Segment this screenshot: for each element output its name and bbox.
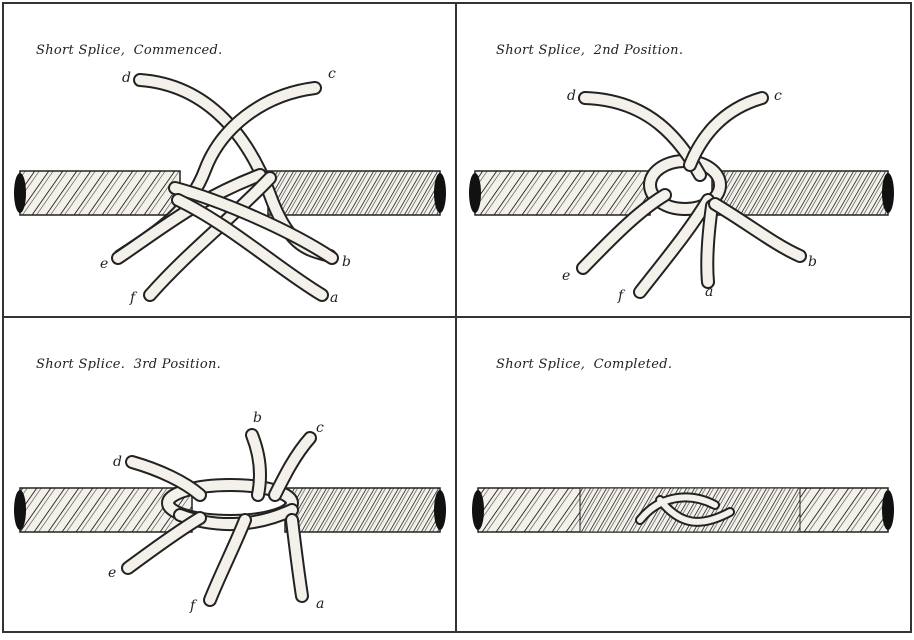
rope-left bbox=[469, 171, 650, 215]
label-f: f bbox=[129, 290, 138, 306]
label-d: d bbox=[113, 454, 122, 470]
rope-right bbox=[268, 171, 446, 215]
label-b: b bbox=[342, 254, 351, 270]
label-a: a bbox=[705, 284, 713, 300]
spliced-rope bbox=[472, 488, 894, 532]
label-c: c bbox=[316, 420, 324, 436]
label-e: e bbox=[562, 268, 570, 284]
rope-left bbox=[14, 171, 180, 215]
strand-b bbox=[252, 435, 260, 495]
label-a: a bbox=[316, 596, 324, 612]
panel-second-position: Short Splice, 2nd Position. bbox=[469, 43, 894, 304]
strand-a bbox=[707, 206, 712, 282]
label-e: e bbox=[108, 565, 116, 581]
label-c: c bbox=[328, 66, 336, 82]
rope-right bbox=[285, 488, 446, 532]
caption-completed: Short Splice, Completed. bbox=[496, 357, 672, 372]
label-f: f bbox=[189, 598, 198, 614]
strand-c bbox=[690, 98, 762, 165]
caption-second: Short Splice, 2nd Position. bbox=[496, 43, 683, 58]
rope-right bbox=[712, 171, 894, 215]
label-a: a bbox=[330, 290, 338, 306]
label-b: b bbox=[253, 410, 262, 426]
caption-third: Short Splice. 3rd Position. bbox=[36, 357, 221, 372]
label-f: f bbox=[617, 288, 626, 304]
label-d: d bbox=[567, 88, 576, 104]
label-d: d bbox=[122, 70, 131, 86]
caption-commenced: Short Splice, Commenced. bbox=[36, 43, 223, 58]
label-c: c bbox=[774, 88, 782, 104]
strand-c bbox=[275, 438, 310, 495]
panel-completed: Short Splice, Completed. bbox=[472, 357, 894, 532]
panel-commenced: Short Splice, Commenced. bbox=[14, 43, 446, 306]
strand-f bbox=[210, 520, 245, 600]
panel-third-position: Short Splice. 3rd Position. bbox=[14, 357, 446, 614]
label-e: e bbox=[100, 256, 108, 272]
label-b: b bbox=[808, 254, 817, 270]
